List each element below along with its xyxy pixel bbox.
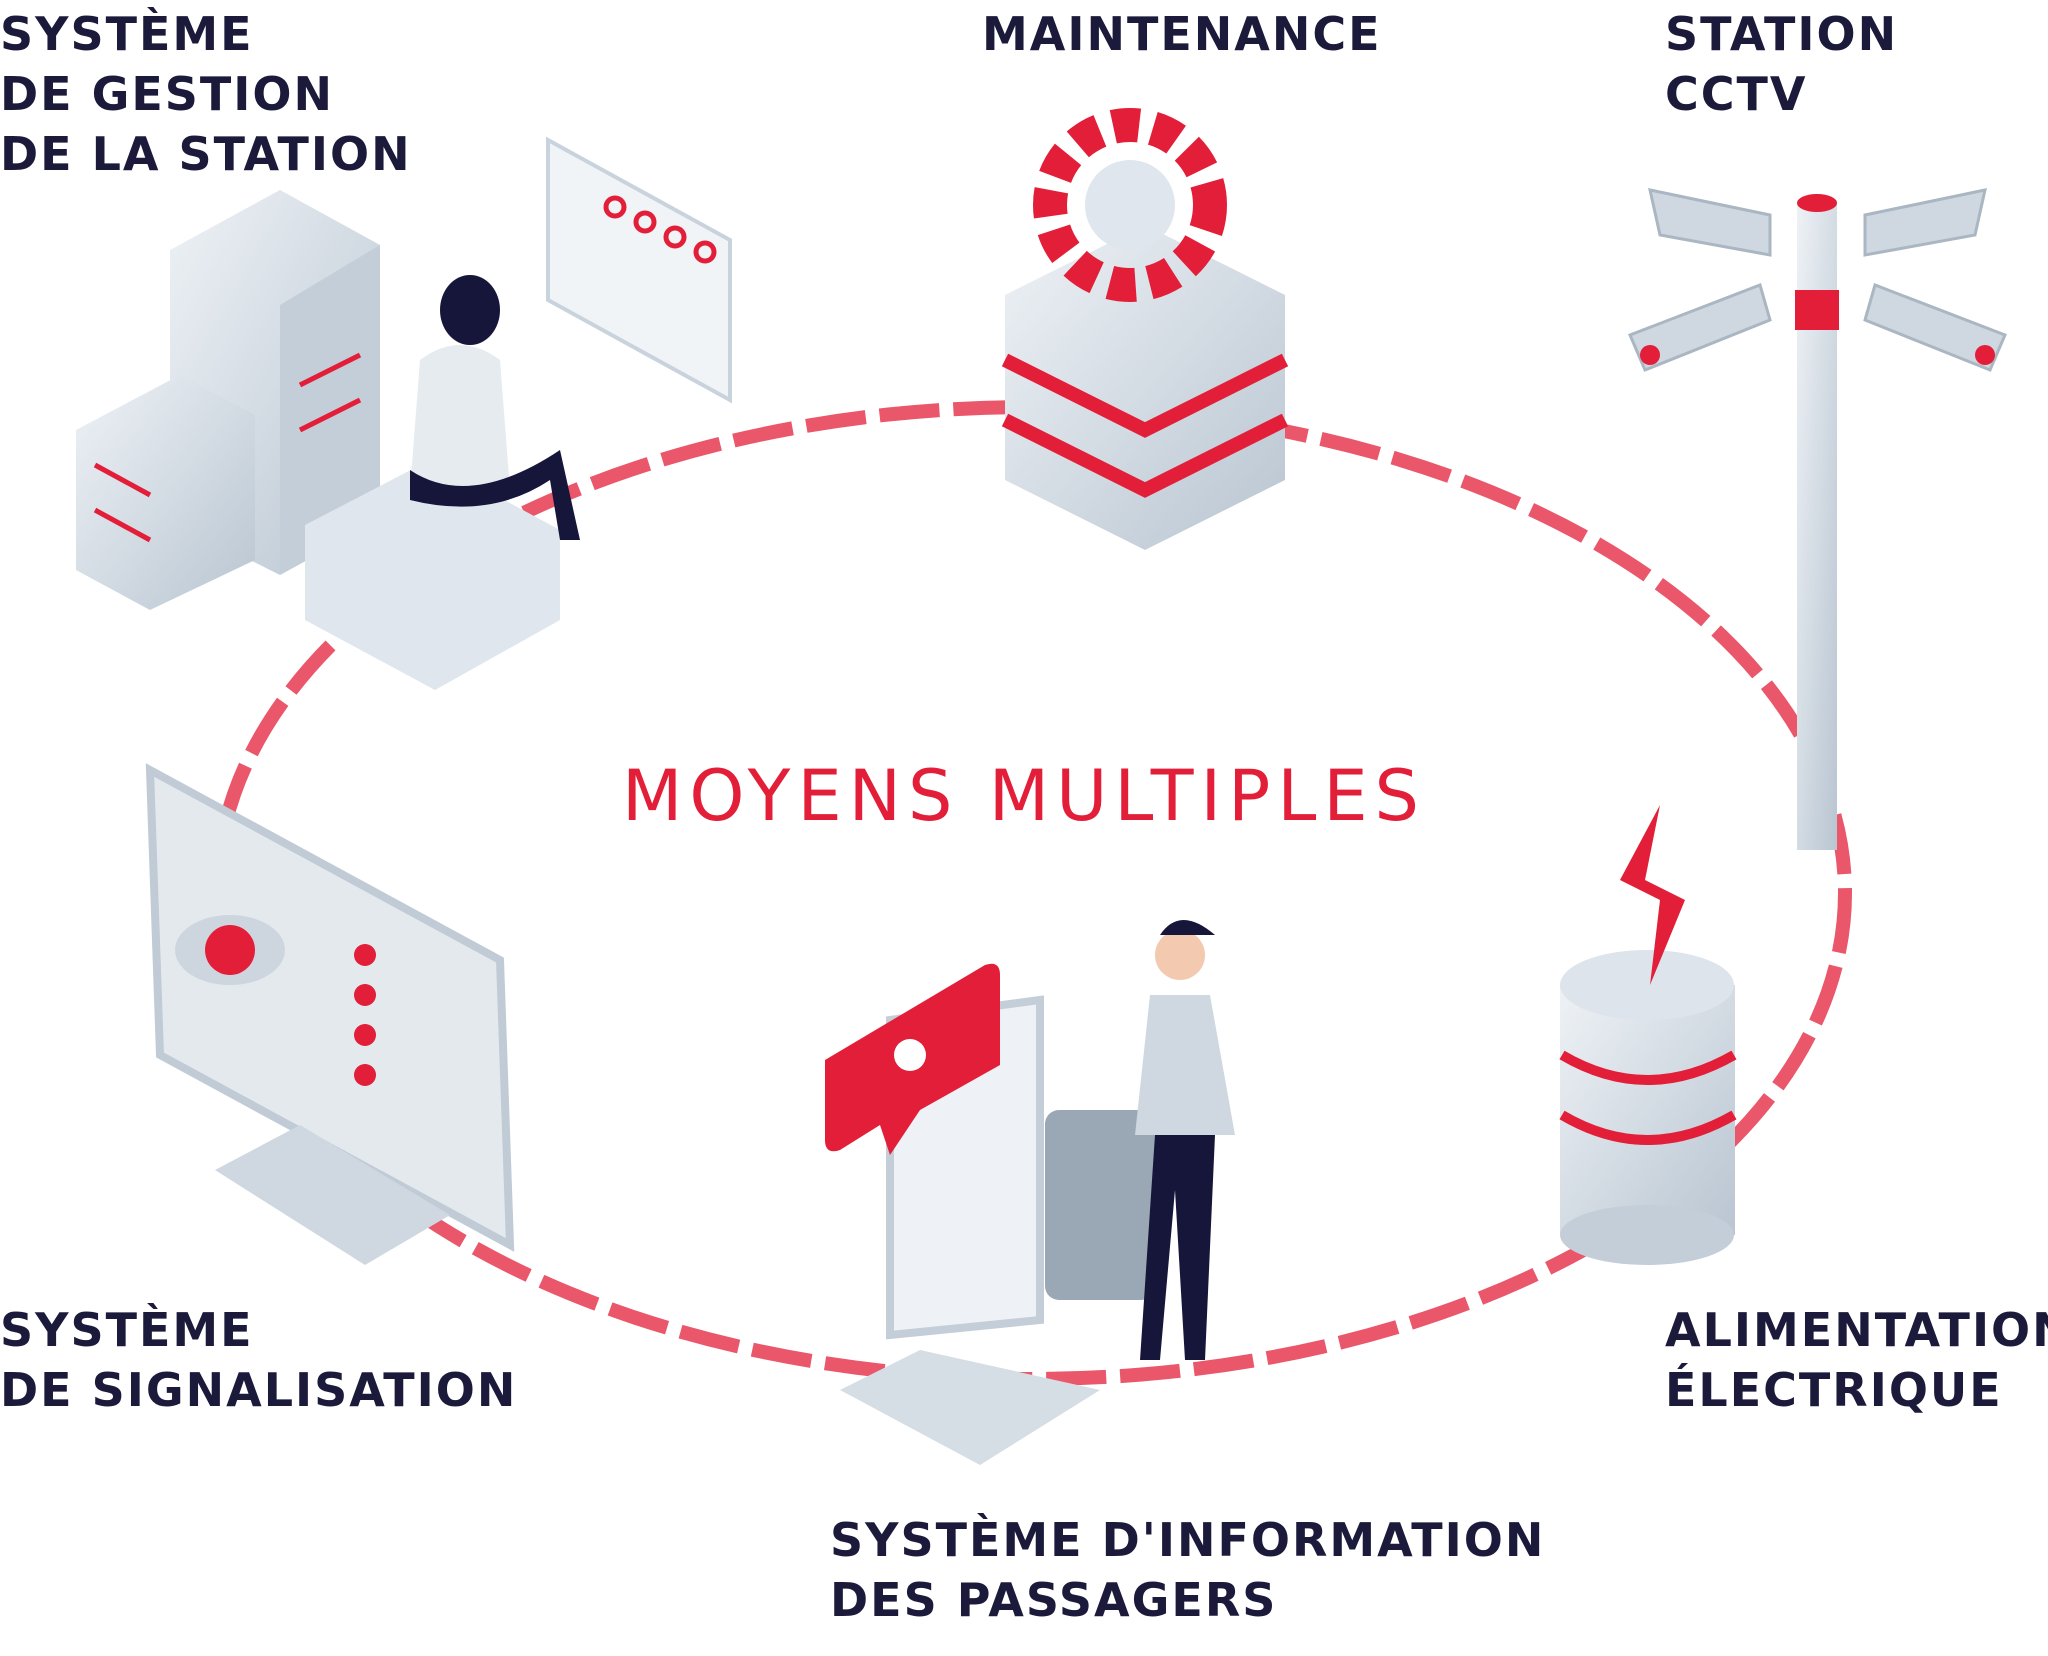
label-power: ALIMENTATION ÉLECTRIQUE: [1665, 1303, 2048, 1417]
monitor-eye-icon: [145, 763, 515, 1265]
label-signalling: SYSTÈME DE SIGNALISATION: [0, 1303, 518, 1417]
cctv-camera-icon: [1628, 188, 2007, 850]
center-title: MOYENS MULTIPLES: [622, 755, 1426, 837]
gear-icon: [1001, 108, 1289, 550]
label-maintenance: MAINTENANCE: [982, 7, 1382, 61]
passenger-kiosk-icon: [825, 920, 1235, 1465]
label-cctv: STATION CCTV: [1665, 7, 1899, 121]
label-station-management: SYSTÈME DE GESTION DE LA STATION: [0, 7, 412, 181]
power-bolt-icon: [1559, 805, 1737, 1265]
label-passenger-info: SYSTÈME D'INFORMATION DES PASSAGERS: [830, 1513, 1546, 1627]
server-workstation-icon: [76, 136, 732, 690]
